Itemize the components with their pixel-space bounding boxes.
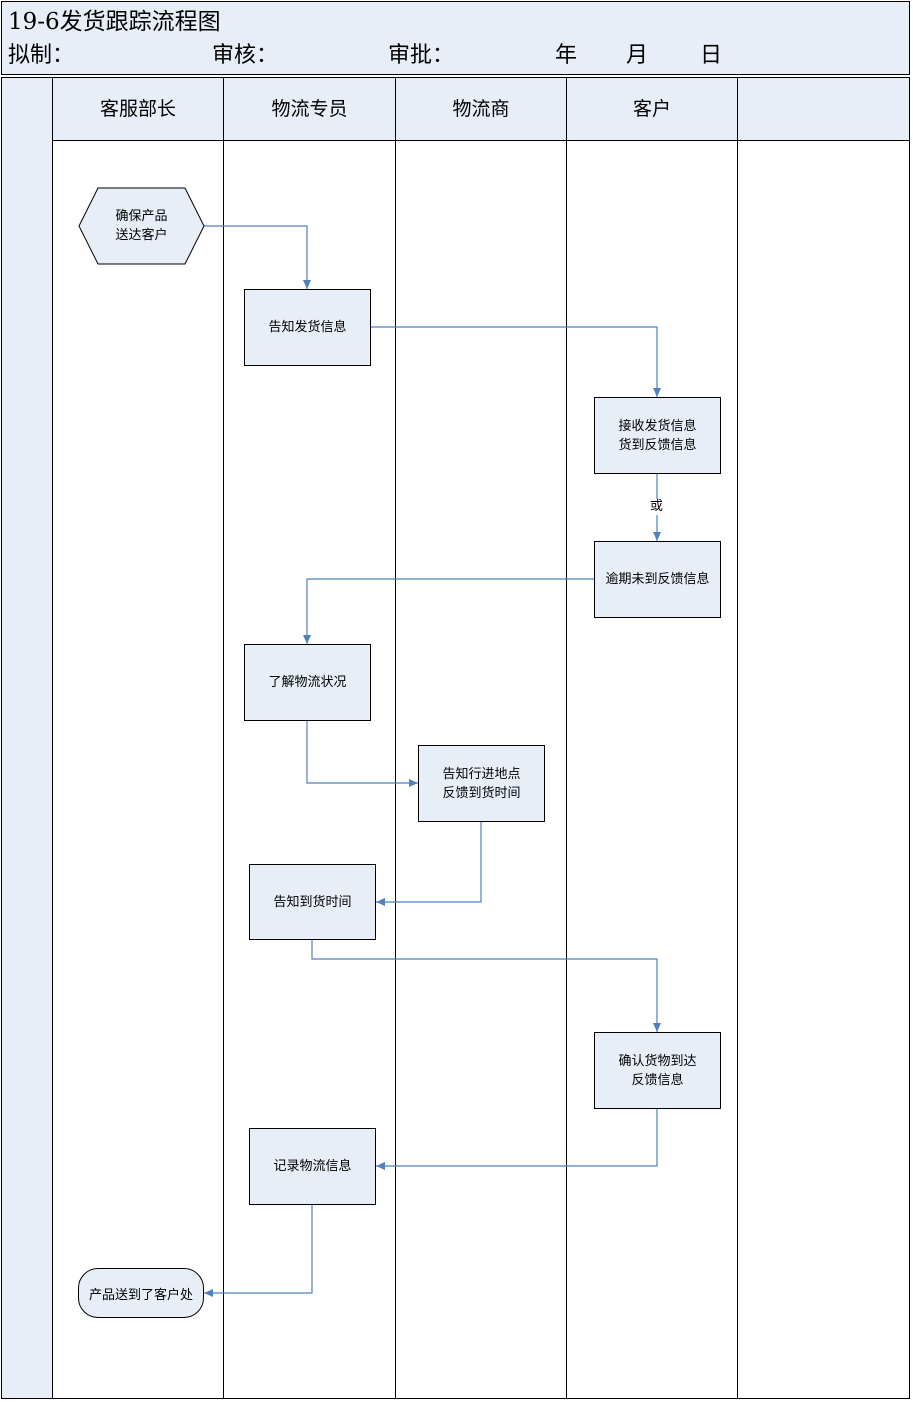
lane-divider	[566, 78, 567, 1398]
edge-carrier-to-arrival	[376, 821, 482, 906]
edge-check-to-carrier	[306, 720, 418, 787]
node-notify-shipping: 告知发货信息	[244, 289, 371, 366]
start-hexagon	[78, 187, 205, 265]
lane-label-logistics-specialist: 物流专员	[271, 98, 348, 120]
lane-label-service-manager: 客服部长	[99, 98, 176, 120]
left-margin-bar	[2, 78, 52, 1398]
lane-label-logistics-provider: 物流商	[452, 98, 510, 120]
edge-record-to-end	[204, 1204, 313, 1297]
start-node-label: 确保产品 送达客户	[115, 209, 168, 243]
day-label: 日	[700, 43, 723, 68]
node-record-info-label: 记录物流信息	[273, 1159, 352, 1174]
node-overdue-label: 逾期未到反馈信息	[605, 572, 710, 587]
node-notify-arrival-label: 告知到货时间	[273, 894, 352, 910]
lane-divider	[52, 78, 53, 1398]
edge-label-or: 或	[650, 499, 664, 515]
node-notify-shipping-label: 告知发货信息	[268, 320, 347, 335]
edge-overdue-to-check	[303, 578, 594, 644]
node-confirm-goods-label: 确认货物到达 反馈信息	[618, 1053, 697, 1088]
node-overdue: 逾期未到反馈信息	[594, 541, 721, 618]
lane-label-customer: 客户	[632, 98, 671, 120]
year-label: 年	[555, 43, 578, 68]
month-label: 月	[626, 43, 649, 68]
node-confirm-goods: 确认货物到达 反馈信息	[594, 1032, 721, 1109]
lane-divider	[395, 78, 396, 1398]
end-terminator-label: 产品送到了客户处	[88, 1287, 193, 1303]
edge-arrival-to-confirm	[311, 939, 661, 1032]
node-check-status-label: 了解物流状况	[268, 675, 347, 690]
swimlane-frame	[1, 77, 910, 1399]
lane-header-row	[52, 78, 909, 141]
lane-divider	[223, 78, 224, 1398]
approve-label: 审批：	[388, 43, 455, 68]
lane-divider	[737, 78, 738, 1398]
review-label: 审核：	[212, 43, 279, 68]
node-record-info: 记录物流信息	[249, 1128, 376, 1205]
edge-notify-to-receive	[370, 326, 661, 397]
header-panel: 19-6发货跟踪流程图 拟制： 审核： 审批： 年 月 日	[1, 1, 910, 75]
edge-start-to-notify	[203, 225, 311, 289]
node-notify-arrival: 告知到货时间	[249, 864, 376, 940]
node-carrier-report: 告知行进地点 反馈到货时间	[418, 745, 545, 822]
node-receive-info: 接收发货信息 货到反馈信息	[594, 397, 721, 474]
node-carrier-report-label: 告知行进地点 反馈到货时间	[442, 766, 521, 801]
end-terminator: 产品送到了客户处	[78, 1268, 204, 1318]
drafted-label: 拟制：	[8, 43, 75, 68]
node-receive-info-label: 接收发货信息 货到反馈信息	[618, 418, 697, 453]
edge-confirm-to-record	[376, 1108, 658, 1170]
page-title: 19-6发货跟踪流程图	[8, 9, 221, 35]
node-check-status: 了解物流状况	[244, 644, 371, 721]
